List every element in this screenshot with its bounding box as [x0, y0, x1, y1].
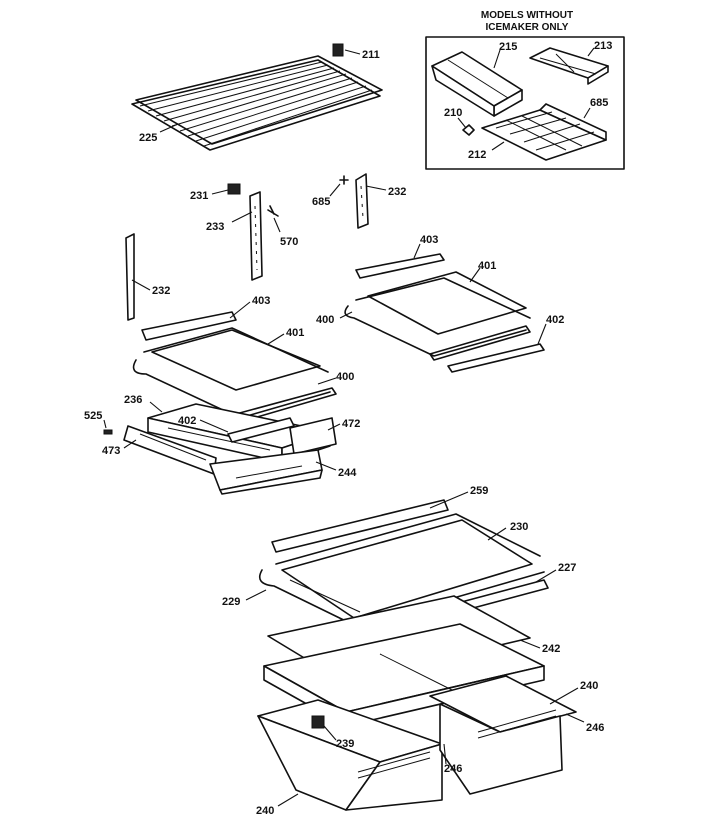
callout-472: 472: [342, 418, 360, 430]
part-472-slide: [289, 417, 337, 455]
part-525-screw: [103, 429, 113, 435]
part-232-rail-left: [125, 233, 135, 321]
callout-401-right: 401: [478, 260, 496, 272]
part-240-pan-right: [429, 675, 577, 795]
callout-213: 213: [594, 40, 612, 52]
callout-211: 211: [362, 49, 380, 61]
callout-401-left: 401: [286, 327, 304, 339]
callout-212: 212: [468, 149, 486, 161]
part-239-bracket: [311, 715, 325, 729]
part-212-ice-rack: [481, 103, 607, 161]
part-259-trim: [271, 499, 449, 553]
callout-242: 242: [542, 643, 560, 655]
callout-225: 225: [139, 132, 157, 144]
part-231-cap: [227, 183, 241, 195]
part-403-trim-right: [355, 253, 445, 279]
part-210-clip: [462, 124, 475, 136]
callout-570: 570: [280, 236, 298, 248]
callout-473: 473: [102, 445, 120, 457]
callout-236: 236: [124, 394, 142, 406]
part-685-screw: [339, 175, 349, 185]
callout-400-left: 400: [336, 371, 354, 383]
callout-402-right: 402: [546, 314, 564, 326]
callout-400-right: 400: [316, 314, 334, 326]
part-402-rail-right: [447, 343, 545, 373]
part-233-rail: [249, 191, 263, 281]
callout-244: 244: [338, 467, 357, 479]
part-213-ice-tray: [529, 47, 609, 85]
part-215-ice-bucket: [431, 51, 523, 117]
callout-403-left: 403: [252, 295, 270, 307]
part-232-rail-right: [355, 173, 369, 229]
callout-259: 259: [470, 485, 488, 497]
icemaker-inset: MODELS WITHOUT ICEMAKER ONLY: [425, 10, 625, 170]
callout-246-left: 246: [444, 763, 462, 775]
callout-232-right: 232: [388, 186, 406, 198]
right-shelf-assembly: [344, 253, 545, 373]
callout-525: 525: [84, 410, 102, 422]
part-225-wire-shelf: [131, 55, 383, 151]
callout-210: 210: [444, 107, 462, 119]
callout-232-left: 232: [152, 285, 170, 297]
callout-229: 229: [222, 596, 240, 608]
callout-402-left: 402: [178, 415, 196, 427]
callout-231: 231: [190, 190, 208, 202]
inset-title-line1: MODELS WITHOUT: [481, 10, 573, 21]
callout-403-right: 403: [420, 234, 438, 246]
callout-233: 233: [206, 221, 224, 233]
part-211-clip: [332, 43, 344, 57]
inset-frame: [425, 36, 625, 170]
callout-labels: 211 215 213 210 685 212 225 231 233 685 …: [84, 40, 612, 817]
part-401-glass-right: [367, 271, 527, 335]
part-244-drawer: [209, 449, 323, 495]
callout-230: 230: [510, 521, 528, 533]
callout-685: 685: [312, 196, 330, 208]
callout-246-right: 246: [586, 722, 604, 734]
part-403-trim-left: [141, 311, 237, 341]
part-402-rail-left: [227, 417, 295, 443]
part-230-glass: [281, 519, 533, 619]
part-570-screw: [267, 205, 279, 217]
callout-240-right: 240: [580, 680, 598, 692]
inset-title-line2: ICEMAKER ONLY: [486, 22, 569, 33]
leader-lines: [103, 47, 595, 807]
callout-227: 227: [558, 562, 576, 574]
part-401-glass-left: [151, 329, 321, 391]
callout-685-inset: 685: [590, 97, 608, 109]
left-shelf-assembly: [103, 311, 337, 495]
crisper-pans-assembly: [257, 595, 577, 811]
part-229-frame: [258, 513, 545, 627]
callout-215: 215: [499, 41, 517, 53]
part-400-frame-right: [344, 277, 531, 361]
part-240-pan-left: [257, 699, 443, 811]
callout-239: 239: [336, 738, 354, 750]
callout-240-left: 240: [256, 805, 274, 817]
